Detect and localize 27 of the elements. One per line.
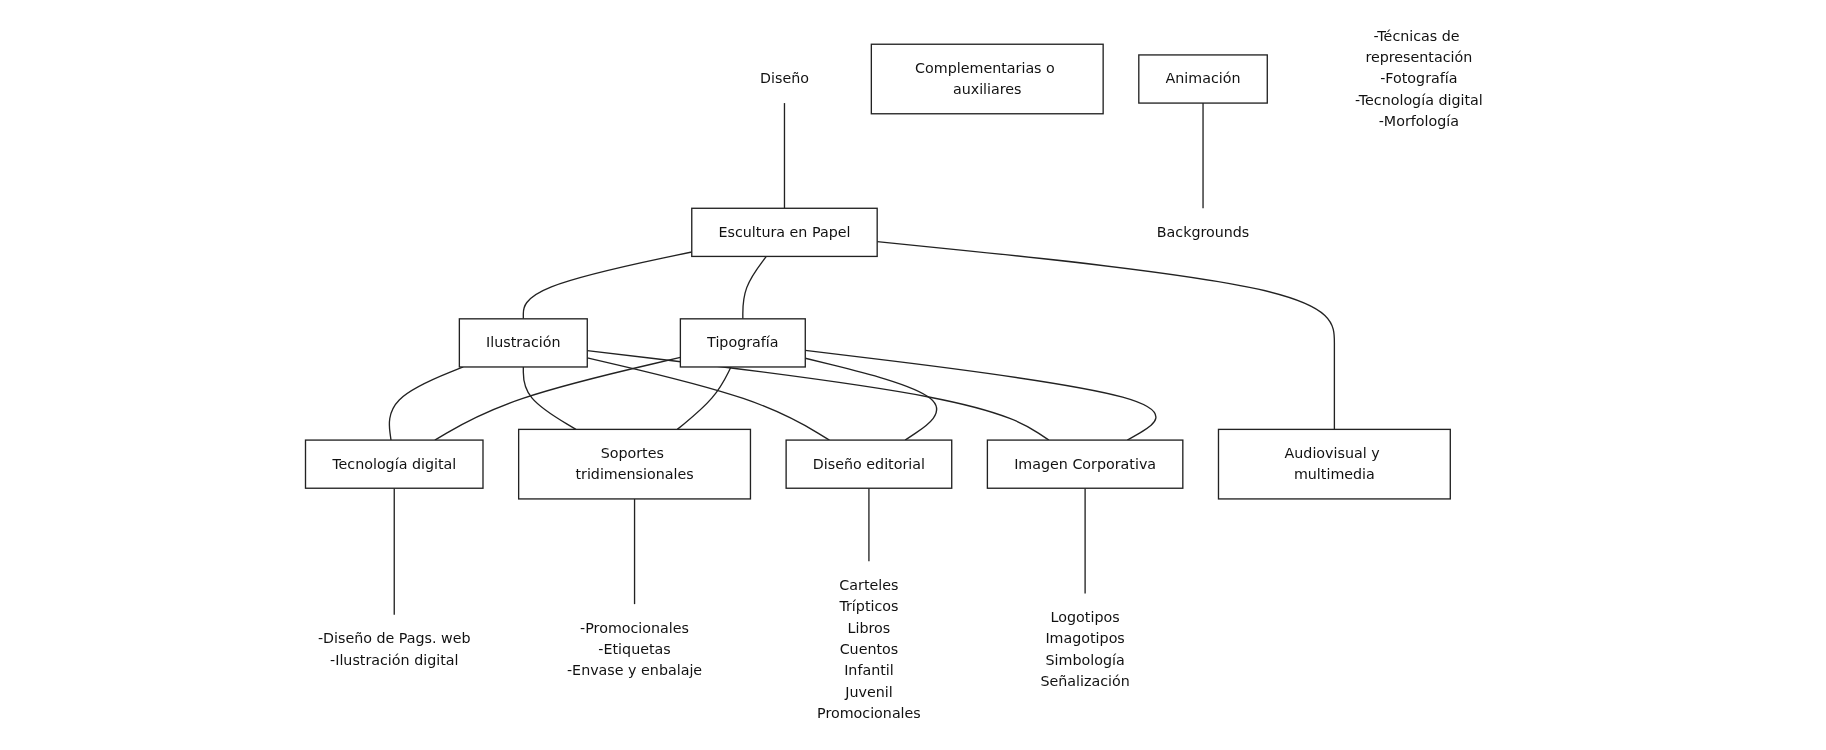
connector: [742, 255, 768, 320]
connector: [1202, 102, 1204, 209]
node-box: Ilustración: [458, 318, 588, 368]
connector: [868, 487, 870, 562]
node-text: Carteles Trípticos Libros Cuentos Infantil Juvenil Promocionales: [817, 576, 921, 722]
node-text: Diseño: [760, 70, 809, 88]
node-box: Escultura en Papel: [691, 207, 878, 258]
node-text: Logotipos Imagotipos Simbología Señalización: [1040, 608, 1130, 690]
connector: [522, 366, 577, 431]
connector: [676, 366, 732, 431]
node-box: Soportes tridimensionales: [518, 428, 752, 500]
node-box: Audiovisual y multimedia: [1217, 428, 1451, 500]
connector: [393, 487, 395, 616]
node-box: Complementarias o auxiliares: [870, 43, 1104, 115]
connector: [633, 498, 636, 605]
node-text: -Diseño de Pags. web -Ilustración digital: [317, 629, 471, 669]
node-box: Animación: [1138, 54, 1268, 104]
node-box: Tecnología digital: [304, 439, 484, 489]
node-text: -Promocionales -Etiquetas -Envase y enbalaje: [567, 619, 703, 680]
connector: [1084, 487, 1086, 595]
connector: [388, 366, 464, 441]
connector: [783, 102, 786, 209]
node-box: Tipografía: [679, 318, 806, 368]
node-box: Imagen Corporativa: [986, 439, 1184, 489]
node-box: Diseño editorial: [785, 439, 953, 489]
node-text: -Técnicas de representación -Fotografía -Tecnología digital -Morfología: [1354, 27, 1483, 130]
node-text: Backgrounds: [1156, 223, 1250, 241]
